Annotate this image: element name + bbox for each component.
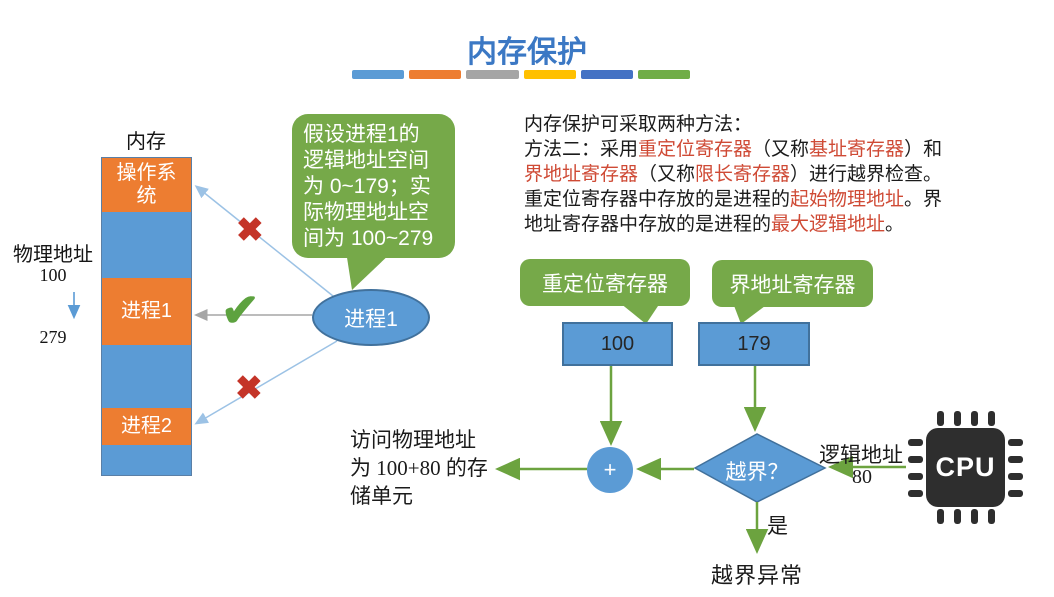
limit-register-bubble: 界地址寄存器 <box>712 260 873 307</box>
memory-label: 内存 <box>126 131 166 153</box>
cpu-pin <box>954 509 961 524</box>
accent-bar <box>523 70 576 79</box>
cpu-pin <box>971 509 978 524</box>
accent-bars <box>352 70 691 79</box>
end-address: 279 <box>39 327 67 347</box>
memory-segment-free-2 <box>102 345 191 408</box>
logical-address-label: 逻辑地址 <box>819 443 903 467</box>
accent-bar <box>352 70 405 79</box>
decision-label: 越界？ <box>725 460 789 484</box>
cpu-label: CPU <box>935 452 996 482</box>
logical-address-value: 80 <box>852 466 872 488</box>
accent-bar <box>637 70 691 79</box>
cpu-pin <box>937 411 944 426</box>
cpu-pin <box>908 490 923 497</box>
accent-bar <box>409 70 462 79</box>
cross-icon: ✖ <box>236 211 264 248</box>
cpu-pin <box>937 509 944 524</box>
assumption-callout: 假设进程1的 逻辑地址空间 为 0~179；实 际物理地址空 间为 100~27… <box>292 114 455 258</box>
relocation-value-box: 100 <box>562 322 673 366</box>
accent-bar <box>580 70 633 79</box>
memory-segment-free-1 <box>102 212 191 278</box>
cpu-pin <box>1008 439 1023 446</box>
page-title: 内存保护 <box>467 36 587 69</box>
cpu-pins-bottom <box>937 509 995 524</box>
cpu-pins-left <box>908 439 923 497</box>
process1-ellipse: 进程1 <box>312 289 430 346</box>
arrow-to-process2-block <box>194 340 338 425</box>
memory-segment-free-3 <box>102 445 191 475</box>
memory-segment-process2: 进程2 <box>102 408 191 445</box>
cpu-pin <box>971 411 978 426</box>
cpu-pin <box>908 456 923 463</box>
access-result-text: 访问物理地址 为 100+80 的存 储单元 <box>350 428 488 508</box>
memory-segment-os: 操作系统 <box>102 158 191 212</box>
method-paragraph: 内存保护可采取两种方法：方法二：采用重定位寄存器（又称基址寄存器）和界地址寄存器… <box>524 114 943 235</box>
cpu-pin <box>1008 473 1023 480</box>
limit-value-box: 179 <box>698 322 810 366</box>
cpu-pins-right <box>1008 439 1023 497</box>
accent-bar <box>466 70 519 79</box>
cpu-pin <box>1008 456 1023 463</box>
exception-label: 越界异常 <box>711 563 804 588</box>
cpu-icon: CPU <box>926 428 1005 507</box>
cpu-pins-top <box>937 411 995 426</box>
memory-segment-process1: 进程1 <box>102 278 191 345</box>
physical-address-label: 物理地址 <box>13 244 93 266</box>
cross-icon: ✖ <box>235 369 263 406</box>
cpu-pin <box>988 411 995 426</box>
check-icon: ✔ <box>221 284 260 336</box>
cpu-pin <box>908 439 923 446</box>
cpu-pin <box>1008 490 1023 497</box>
relocation-bubble-tail <box>620 303 660 324</box>
cpu-pin <box>988 509 995 524</box>
start-address: 100 <box>39 265 67 285</box>
memory-stack: 操作系统 进程1 进程2 <box>101 157 192 476</box>
cpu-pin <box>908 473 923 480</box>
yes-label: 是 <box>767 514 788 538</box>
relocation-register-bubble: 重定位寄存器 <box>520 259 690 306</box>
cpu-pin <box>954 411 961 426</box>
adder-circle: + <box>587 447 633 493</box>
